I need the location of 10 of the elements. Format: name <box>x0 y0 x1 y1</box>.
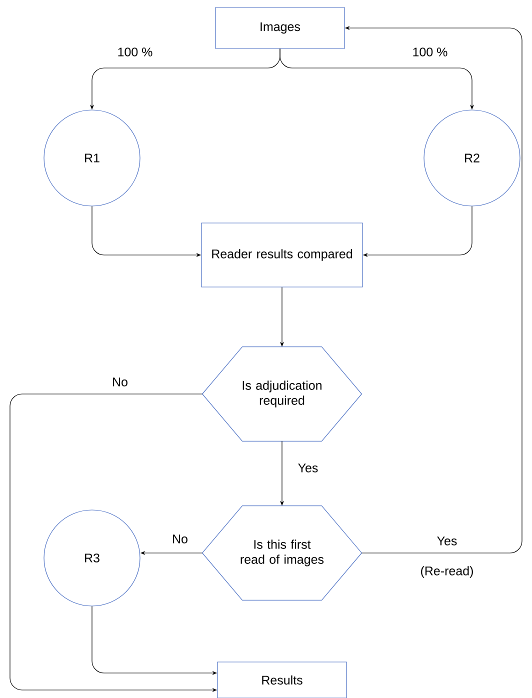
process-box: Images <box>215 7 345 49</box>
edge-label: Yes <box>296 462 320 474</box>
edge-label: 100 % <box>411 46 449 58</box>
edge-label: 100 % <box>116 46 154 58</box>
process-box: Results <box>217 662 347 698</box>
edge-label: No <box>171 534 189 544</box>
edge-label: No <box>111 376 129 388</box>
process-box: Reader results compared <box>201 222 363 288</box>
note-label: (Re-read) <box>421 566 473 578</box>
edge-label: Yes <box>436 536 458 546</box>
